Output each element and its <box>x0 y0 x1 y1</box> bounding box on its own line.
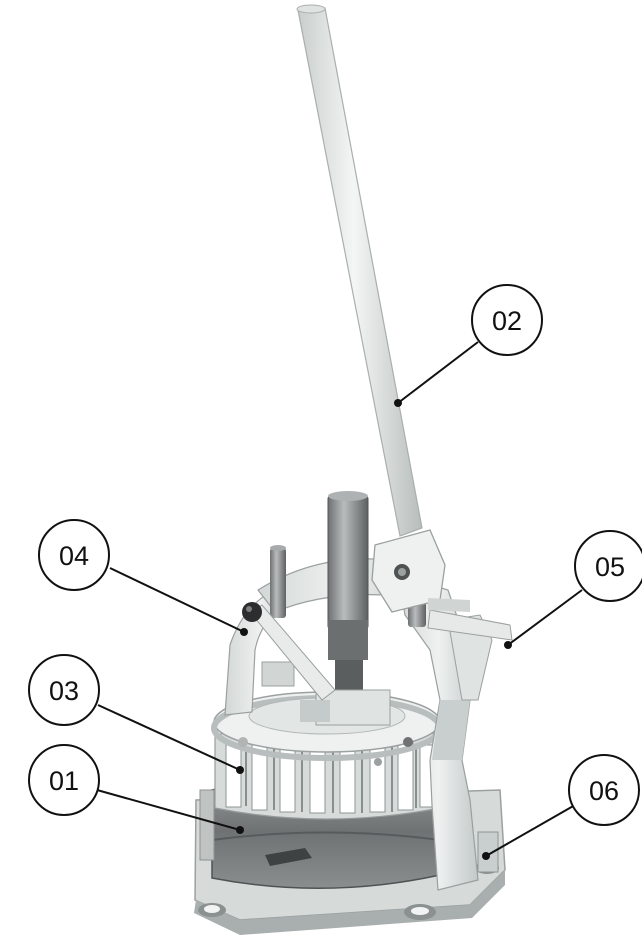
callout-label-01: 01 <box>49 766 79 796</box>
leader-line-06 <box>485 804 576 857</box>
side-lever <box>427 598 513 641</box>
callout-endpoints <box>236 399 512 860</box>
callout-label-02: 02 <box>492 306 522 336</box>
guide-posts <box>261 491 426 726</box>
dough-divider-machine <box>194 4 513 935</box>
leader-line-03 <box>97 704 241 771</box>
callout-circle-03 <box>28 654 100 726</box>
leader-line-05 <box>507 589 583 646</box>
callout-circles <box>28 284 642 826</box>
leader-line-02 <box>397 341 479 404</box>
callout-labels: 02 04 05 03 01 06 <box>49 306 625 806</box>
callout-leader-lines <box>96 341 583 857</box>
locking-lever <box>242 602 336 701</box>
callout-circle-06 <box>568 754 640 826</box>
callout-label-04: 04 <box>59 541 89 571</box>
leader-line-04 <box>109 567 245 633</box>
leader-line-01 <box>96 789 241 831</box>
callout-circle-02 <box>471 284 543 356</box>
callout-label-06: 06 <box>589 776 619 806</box>
callout-label-03: 03 <box>49 676 79 706</box>
operating-handle <box>296 4 423 537</box>
callout-circle-04 <box>38 519 110 591</box>
callout-label-05: 05 <box>595 552 625 582</box>
callout-circle-01 <box>28 744 100 816</box>
callout-circle-05 <box>574 530 642 602</box>
